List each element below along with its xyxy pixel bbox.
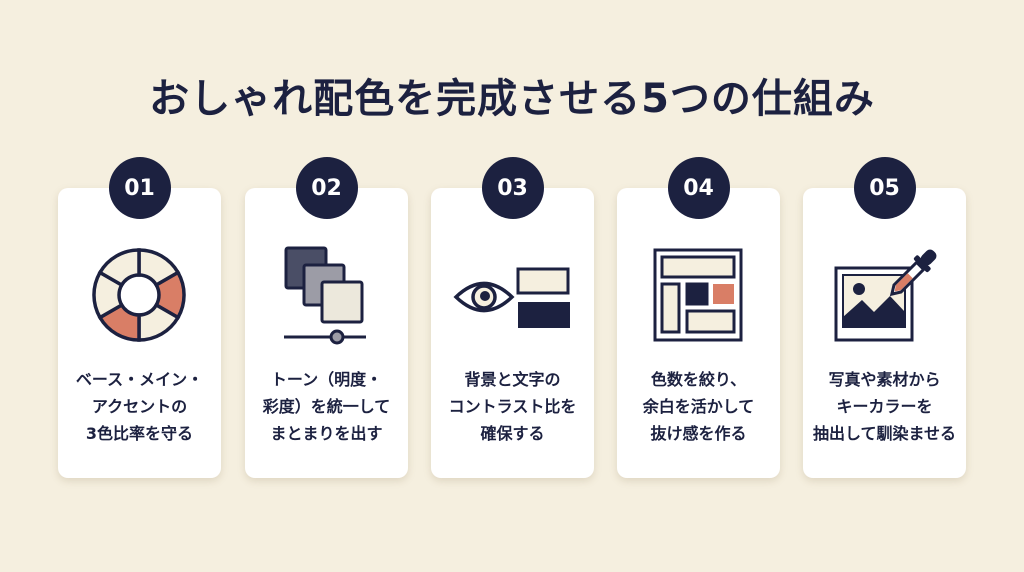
text-line: 余白を活かして (642, 397, 755, 416)
text-line: アクセントの (91, 397, 188, 416)
layout-grid-icon (653, 248, 743, 342)
text-line: トーン（明度・ (270, 370, 383, 389)
card-05: 05 写真や素材から キーカラーを 抽出して馴染ませる (803, 157, 966, 478)
step-badge: 04 (667, 157, 730, 219)
eye-contrast-icon (453, 267, 570, 328)
photo-eyedropper-icon (834, 249, 937, 342)
text-line: キーカラーを (836, 397, 933, 416)
text-line: 写真や素材から (828, 370, 941, 389)
text-line: 抽出して馴染ませる (812, 424, 957, 443)
card-description: 写真や素材から キーカラーを 抽出して馴染ませる (803, 366, 966, 447)
text-line: まとまりを出す (270, 424, 383, 443)
step-badge: 05 (853, 157, 916, 219)
text-line: 背景と文字の (464, 370, 561, 389)
card-description: ベース・メイン・ アクセントの 3色比率を守る (58, 366, 221, 447)
step-badge: 01 (108, 157, 171, 219)
text-line: 3色比率を守る (85, 424, 194, 443)
card-01: 01 ベース・メイン・ アクセントの 3色比率を守る (58, 157, 221, 478)
card-02: 02 トーン（明度・ 彩度）を統一して まとまりを出す (245, 157, 408, 478)
card-description: トーン（明度・ 彩度）を統一して まとまりを出す (245, 366, 408, 447)
card-04: 04 色数を絞り、 余白を活かして 抜け感を作る (617, 157, 780, 478)
text-line: ベース・メイン・ (75, 370, 204, 389)
text-line: 抜け感を作る (650, 424, 747, 443)
step-badge: 03 (481, 157, 544, 219)
card-description: 色数を絞り、 余白を活かして 抜け感を作る (617, 366, 780, 447)
tone-squares-slider-icon (284, 246, 366, 345)
step-badge: 02 (295, 157, 358, 219)
color-wheel-icon (92, 248, 186, 342)
text-line: 色数を絞り、 (650, 370, 747, 389)
page-title: おしゃれ配色を完成させる5つの仕組み (149, 76, 875, 122)
text-line: 確保する (480, 424, 545, 443)
text-line: 彩度）を統一して (262, 397, 391, 416)
card-description: 背景と文字の コントラスト比を 確保する (431, 366, 594, 447)
card-03: 03 背景と文字の コントラスト比を 確保する (431, 157, 594, 478)
text-line: コントラスト比を (448, 397, 577, 416)
